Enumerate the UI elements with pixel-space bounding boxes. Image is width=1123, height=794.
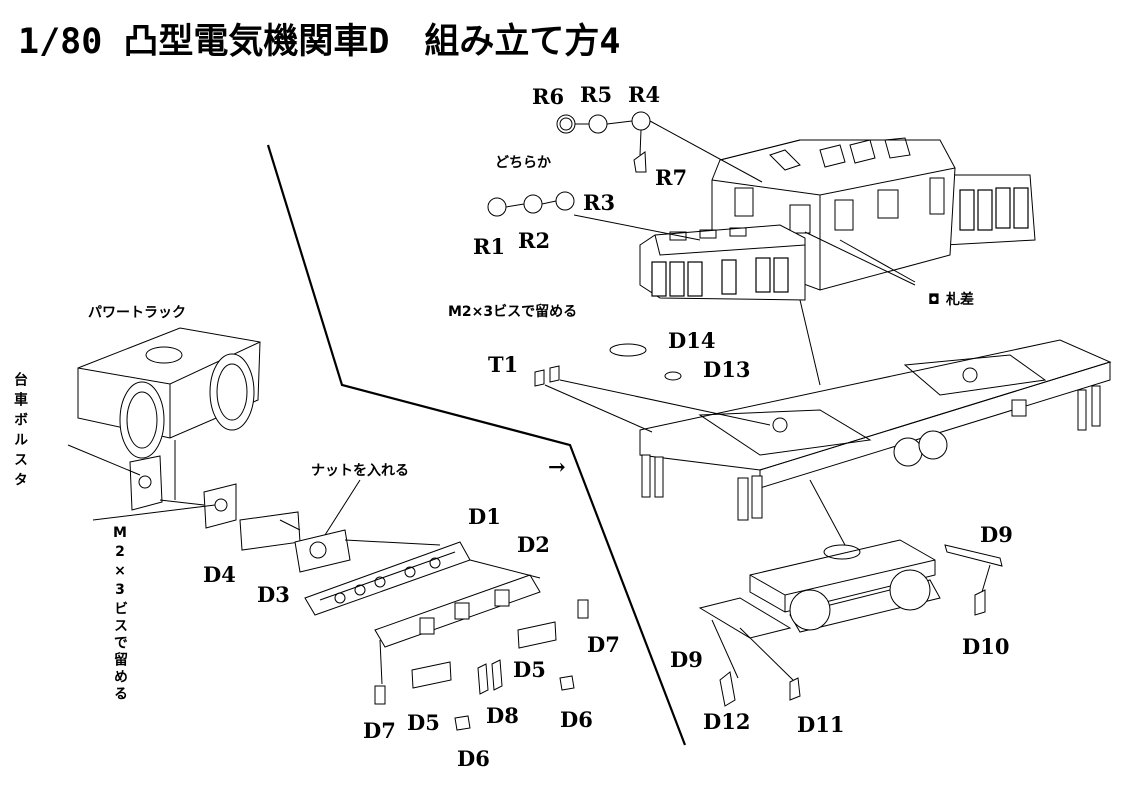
divider-line (266, 144, 687, 746)
note-fudasashi: 札差 (945, 291, 974, 308)
label-r2: R2 (518, 228, 550, 253)
label-d3: D3 (257, 582, 290, 607)
part-t1 (534, 365, 560, 387)
label-d9-top: D9 (980, 522, 1013, 547)
screw-d14 (609, 343, 647, 357)
part-d6-left (454, 715, 471, 731)
note-bolster: 台車ボルスタ (12, 371, 28, 492)
label-d8: D8 (486, 703, 519, 728)
window-rings (487, 111, 651, 217)
label-d5-right: D5 (513, 657, 546, 682)
note-either: どちらか (495, 155, 551, 171)
label-d12: D12 (703, 709, 750, 734)
label-r5: R5 (580, 82, 612, 107)
label-d14: D14 (668, 328, 715, 353)
part-d6-right (559, 675, 575, 691)
note-screw-top: M2×3ビスで留める (448, 303, 577, 320)
label-r6: R6 (532, 84, 564, 109)
label-d6-left: D6 (457, 746, 490, 771)
label-t1: T1 (488, 352, 518, 377)
label-d11: D11 (797, 712, 844, 737)
part-d7-right (577, 599, 589, 619)
label-d7-left: D7 (363, 718, 396, 743)
label-d10: D10 (962, 634, 1009, 659)
label-d7-right: D7 (587, 632, 620, 657)
label-d5-left: D5 (407, 710, 440, 735)
label-d6-right: D6 (560, 707, 593, 732)
truck-assembly (698, 539, 1003, 707)
locomotive-body (639, 137, 1036, 301)
nut-d13 (664, 371, 682, 381)
label-r3: R3 (583, 190, 615, 215)
note-nut: ナットを入れる (311, 463, 409, 479)
label-r1: R1 (473, 234, 505, 259)
part-d4 (239, 511, 301, 551)
power-truck (77, 327, 261, 529)
rear-hood-grilles (959, 187, 1029, 231)
label-r7: R7 (655, 165, 687, 190)
note-power-truck: パワートラック (88, 305, 186, 321)
label-r4: R4 (628, 82, 660, 107)
part-d3 (294, 529, 351, 573)
front-hood-grilles (651, 257, 789, 297)
direction-arrow: → (548, 454, 566, 479)
part-d7-left (374, 685, 386, 705)
label-d13: D13 (703, 357, 750, 382)
label-d1: D1 (468, 504, 501, 529)
chassis-frame (639, 339, 1112, 521)
part-d5-right (517, 621, 557, 649)
label-d9-left: D9 (670, 647, 703, 672)
part-d8 (477, 659, 503, 695)
part-d5-left (411, 661, 452, 689)
label-d4: D4 (203, 562, 236, 587)
fudasashi-icon: ◘ (928, 292, 940, 308)
page-title: 1/80 凸型電気機関車D 組み立て方4 (18, 22, 621, 62)
note-screw-side: M2×3ビスで留める (112, 525, 128, 703)
label-d2: D2 (517, 532, 550, 557)
